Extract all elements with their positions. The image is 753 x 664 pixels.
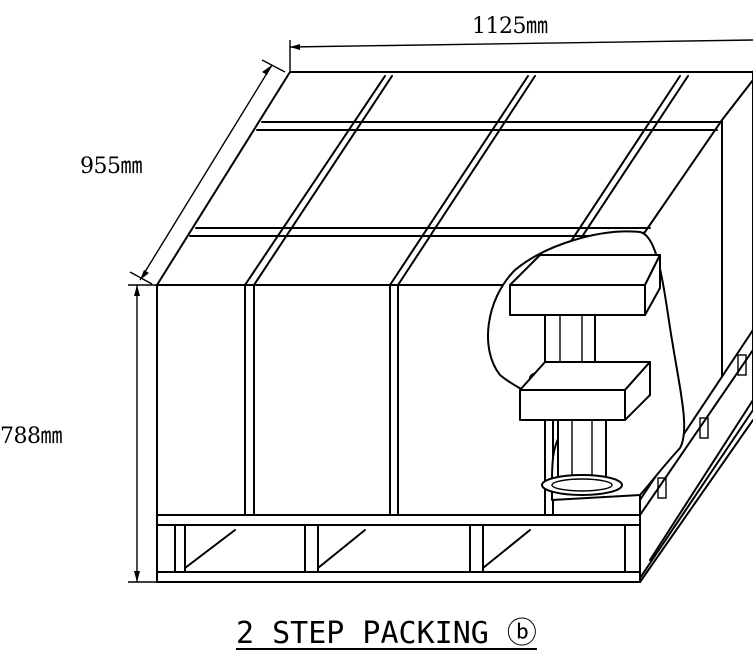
width-dimension-label: 1125㎜ [472,14,548,39]
crate-top-face [155,71,753,286]
pallet-base [156,349,753,583]
drawing-caption: 2 STEP PACKING ⓑ [236,616,537,651]
cutaway-view [487,230,686,501]
depth-dimension-label: 955㎜ [80,154,143,179]
dimension-lines [128,39,753,583]
height-dimension-label: 788㎜ [0,424,63,449]
